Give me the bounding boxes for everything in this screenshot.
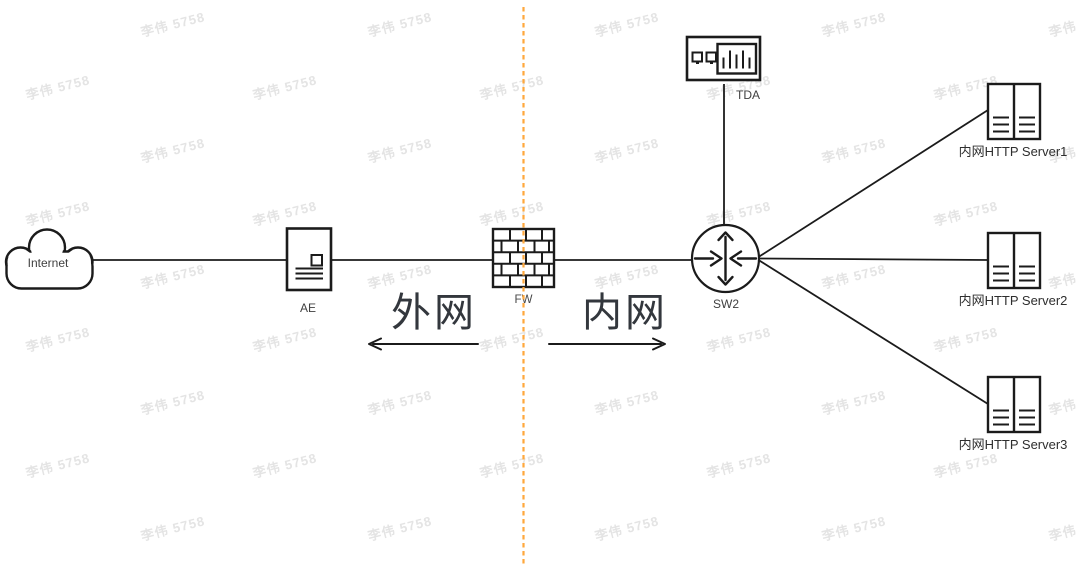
internet-label: Internet [28, 256, 69, 270]
server3-label: 内网HTTP Server3 [959, 437, 1068, 452]
external-zone-arrow [368, 337, 479, 351]
edge-sw2-server2 [758, 257, 989, 261]
server3-icon [986, 375, 1042, 434]
server2-icon [986, 231, 1042, 290]
ae-server-icon [285, 227, 333, 292]
sw2-switch-icon [690, 223, 761, 294]
tda-appliance-icon [685, 35, 762, 82]
internet-cloud-icon: Internet [4, 228, 94, 290]
ae-label: AE [300, 301, 316, 315]
server1-icon [986, 82, 1042, 141]
sw2-label: SW2 [713, 297, 739, 311]
external-zone-label: 外网 [391, 291, 477, 335]
internal-zone-label: 内网 [582, 291, 668, 335]
server1-label: 内网HTTP Server1 [959, 144, 1068, 159]
firewall-icon [491, 227, 556, 289]
fw-label: FW [515, 294, 533, 306]
tda-label: TDA [736, 88, 760, 102]
server2-label: 内网HTTP Server2 [959, 293, 1068, 308]
connection-lines [92, 84, 989, 405]
internal-zone-arrow [548, 337, 666, 351]
edge-sw2-server1 [758, 109, 989, 258]
edge-sw2-server3 [758, 259, 989, 405]
